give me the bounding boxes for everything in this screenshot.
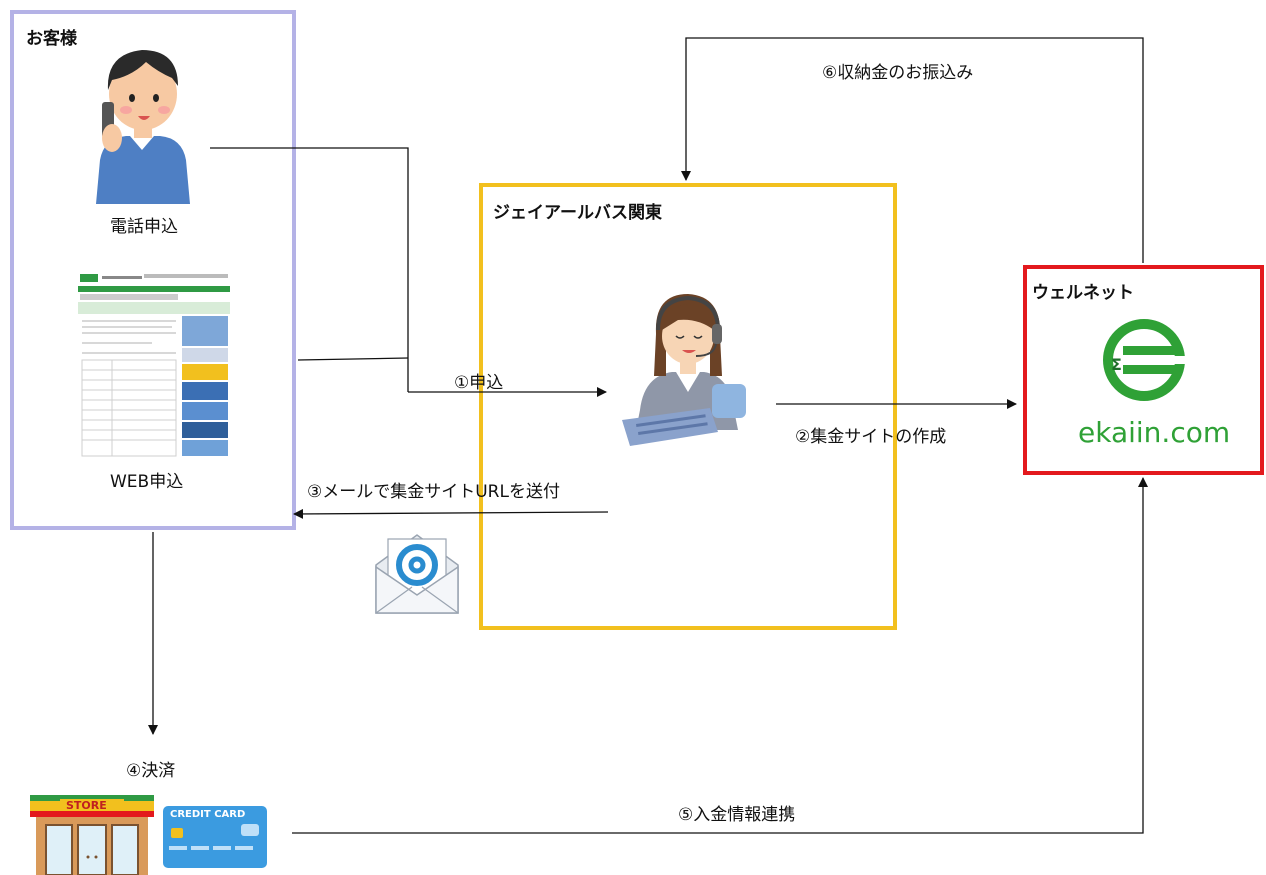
web-form-thumbnail: [78, 272, 230, 458]
ekaiin-logo-text: ekaiin.com: [1078, 416, 1231, 449]
store-sign-text: STORE: [66, 799, 107, 812]
jr-box-title: ジェイアールバス関東: [493, 203, 662, 223]
web-connector: [297, 357, 409, 361]
svg-text:Σ: Σ: [1111, 355, 1122, 374]
operator-illustration: [622, 294, 746, 446]
wellnet-box: [1023, 265, 1264, 475]
email-envelope-icon: [375, 534, 459, 614]
credit-card-icon: [163, 806, 267, 868]
ekaiin-logo-mark: Σ: [1103, 319, 1187, 401]
phone-apply-label: 電話申込: [110, 217, 178, 237]
wellnet-box-title: ウェルネット: [1032, 283, 1134, 303]
credit-card-label: CREDIT CARD: [170, 809, 246, 820]
convenience-store-icon: [30, 795, 154, 875]
phone-customer-illustration: [96, 50, 190, 204]
step5-label: ⑤入金情報連携: [678, 805, 796, 825]
step3-label: ③メールで集金サイトURLを送付: [307, 482, 560, 502]
step6-label: ⑥収納金のお振込み: [822, 63, 974, 83]
step4-label: ④決済: [126, 761, 176, 781]
step1-label: ①申込: [454, 373, 504, 393]
web-apply-label: WEB申込: [110, 472, 184, 492]
step2-label: ②集金サイトの作成: [795, 427, 947, 447]
step6-connector: [681, 37, 1144, 263]
customer-box-title: お客様: [26, 29, 77, 49]
customer-box: [10, 10, 296, 530]
step3-arrow: [293, 508, 609, 519]
step5-connector: [292, 477, 1148, 834]
phone-connector: [210, 147, 409, 392]
jr-bus-kanto-box: [479, 183, 897, 630]
